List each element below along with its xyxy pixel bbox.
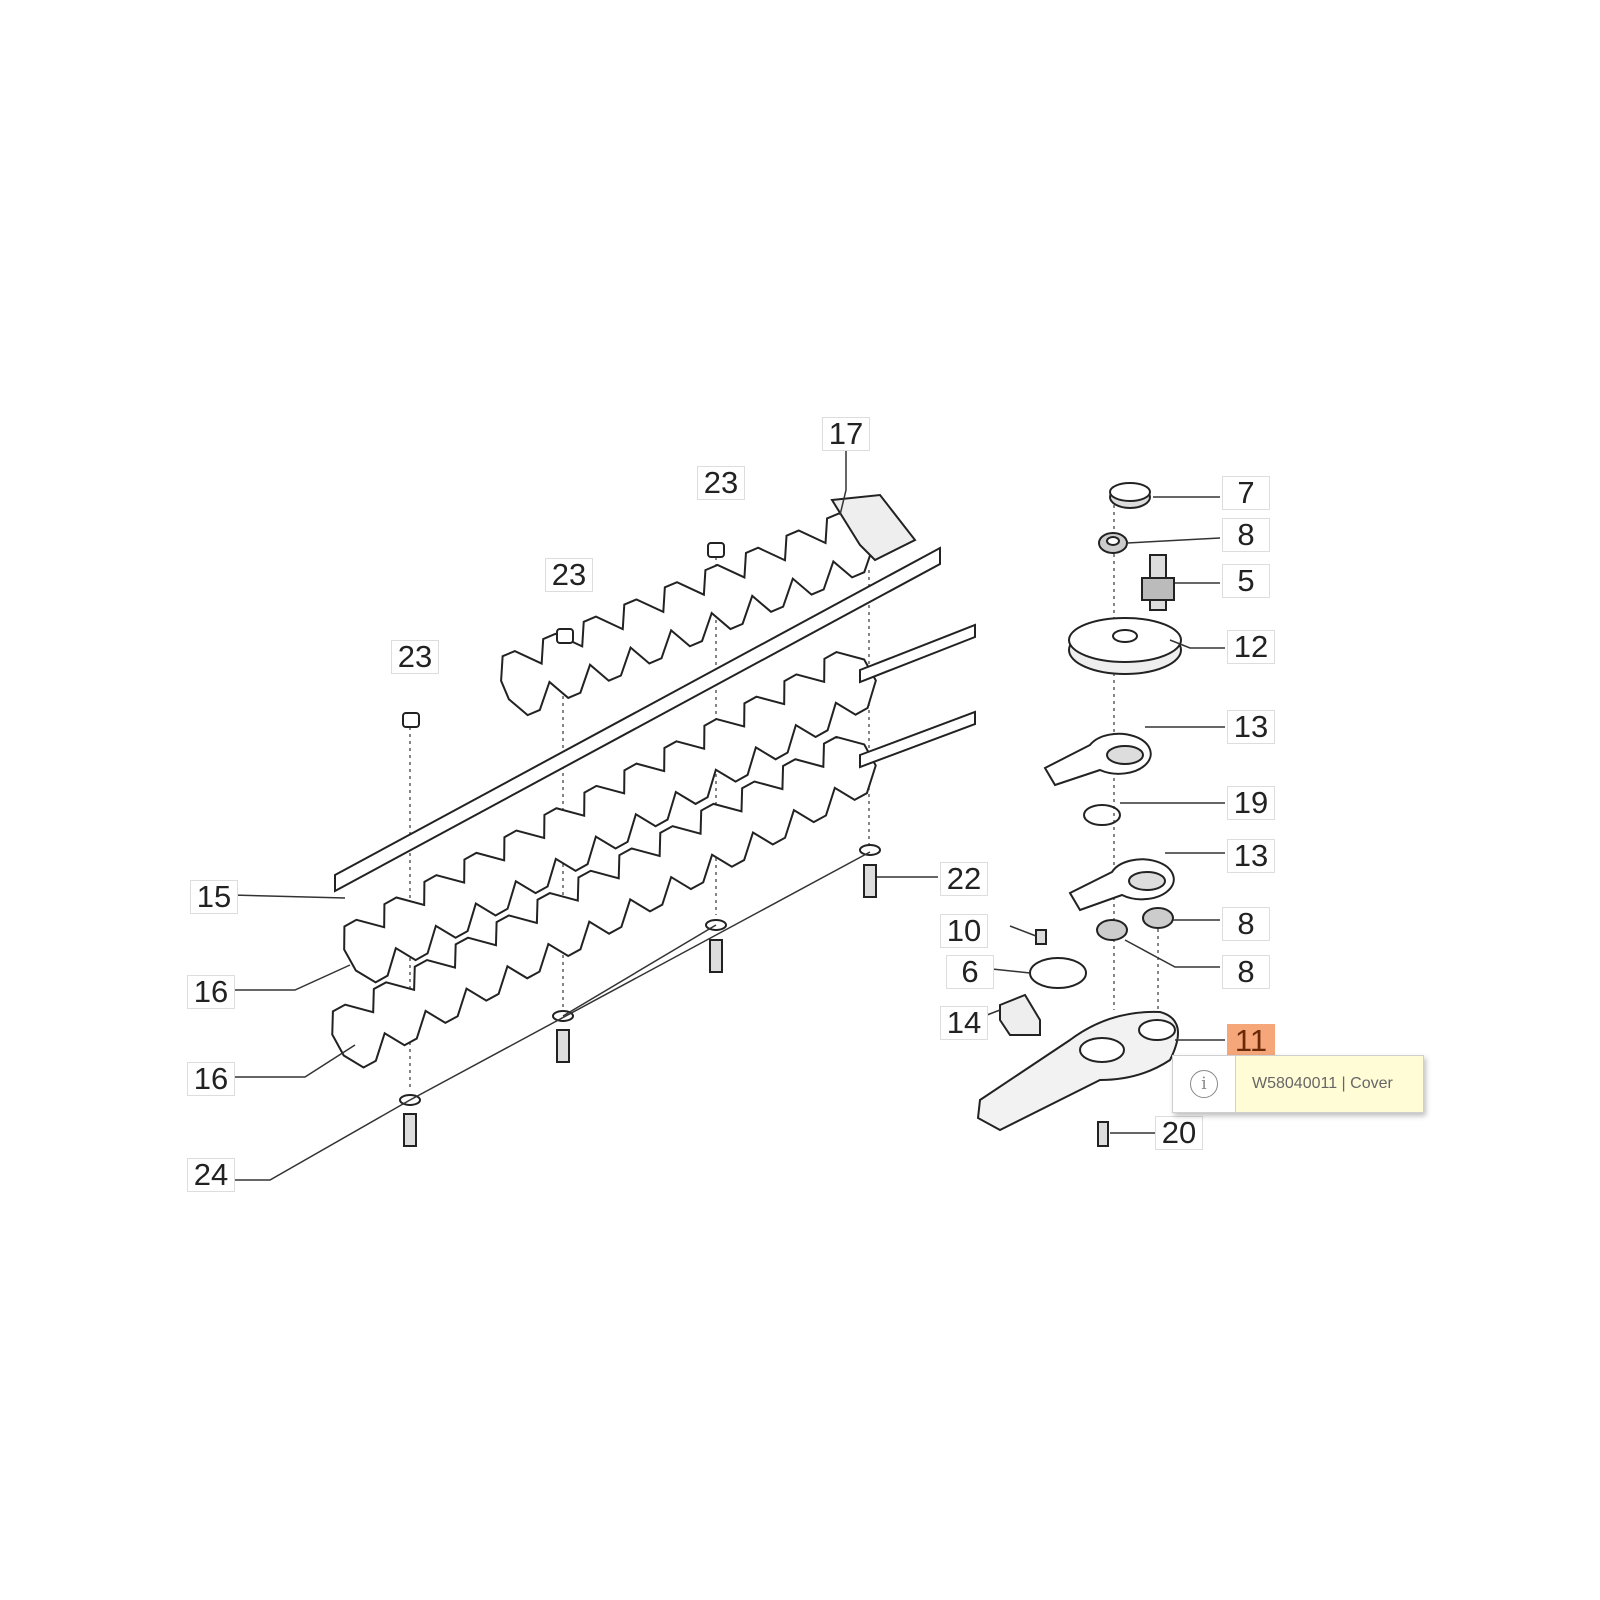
callout-23[interactable]: 23 [545, 558, 593, 592]
part-8-bearing [1142, 907, 1174, 929]
callout-19[interactable]: 19 [1227, 786, 1275, 820]
callout-13[interactable]: 13 [1227, 839, 1275, 873]
blade-tail [859, 623, 976, 684]
info-icon: i [1190, 1070, 1218, 1098]
part-23-nut [707, 542, 725, 558]
part-8-bearing [1096, 919, 1128, 941]
callout-14[interactable]: 14 [940, 1006, 988, 1040]
callout-8[interactable]: 8 [1222, 518, 1270, 552]
callout-10[interactable]: 10 [940, 914, 988, 948]
part-6-plate [1029, 957, 1087, 989]
callout-11-highlighted[interactable]: 11 [1227, 1024, 1275, 1058]
part-23-nut [556, 628, 574, 644]
callout-15[interactable]: 15 [190, 880, 238, 914]
part-bolt [709, 939, 723, 973]
part-22-bolt [863, 864, 877, 898]
callout-7[interactable]: 7 [1222, 476, 1270, 510]
callout-17[interactable]: 17 [822, 417, 870, 451]
part-10-screw [1035, 929, 1047, 945]
callout-16[interactable]: 16 [187, 975, 235, 1009]
blade-tail [859, 710, 976, 769]
part-17-holder [830, 493, 917, 562]
part-bolt [556, 1029, 570, 1063]
tooltip-icon-cell: i [1173, 1056, 1236, 1112]
leader-lines [230, 438, 1225, 1181]
callout-5[interactable]: 5 [1222, 564, 1270, 598]
part-11-cover [976, 1010, 1179, 1132]
part-24-bolt [403, 1113, 417, 1147]
callout-13[interactable]: 13 [1227, 710, 1275, 744]
tooltip-text: W58040011 | Cover [1252, 1075, 1393, 1092]
callout-12[interactable]: 12 [1227, 630, 1275, 664]
part-20-screw [1097, 1121, 1109, 1147]
part-14-block [999, 993, 1041, 1036]
part-16-blade-lower [331, 735, 877, 1069]
part-washer [859, 844, 881, 856]
part-23-nut [402, 712, 420, 728]
callout-24[interactable]: 24 [187, 1158, 235, 1192]
callout-6[interactable]: 6 [946, 955, 994, 989]
callout-23[interactable]: 23 [697, 466, 745, 500]
part-15-guide-bar [334, 546, 941, 893]
callout-23[interactable]: 23 [391, 640, 439, 674]
callout-16[interactable]: 16 [187, 1062, 235, 1096]
callout-22[interactable]: 22 [940, 862, 988, 896]
part-19-ring [1083, 804, 1121, 826]
callout-8[interactable]: 8 [1222, 955, 1270, 989]
part-tooltip: i W58040011 | Cover [1172, 1055, 1424, 1113]
callout-8[interactable]: 8 [1222, 907, 1270, 941]
callout-20[interactable]: 20 [1155, 1116, 1203, 1150]
part-16-blade-upper [343, 651, 877, 984]
